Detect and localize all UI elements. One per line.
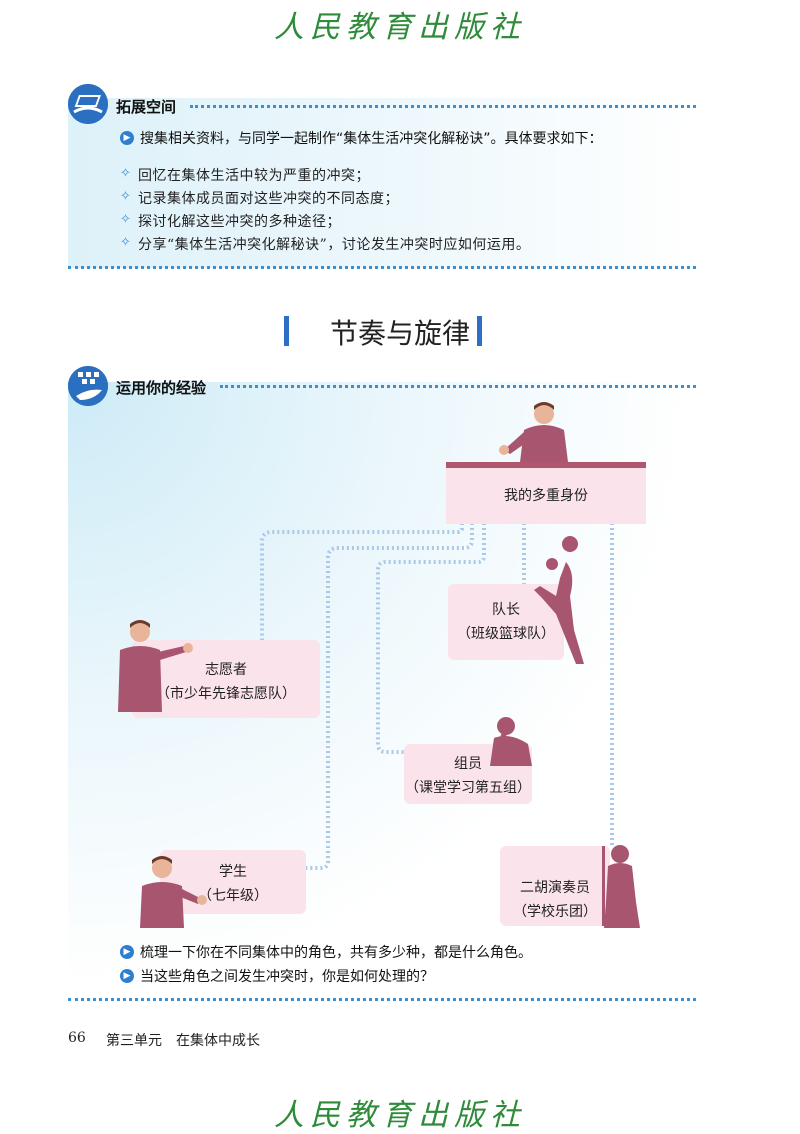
role-title: 组员 (454, 756, 482, 772)
role-title: 志愿者 (205, 662, 247, 678)
question-bullet-icon: ▶ (120, 969, 134, 983)
role-title: 队长 (492, 602, 520, 618)
heading-divider (190, 105, 696, 108)
title-bar-right (477, 316, 482, 346)
task-bullet-icon: ▶ (120, 131, 134, 145)
unit-title: 第三单元 在集体中成长 (106, 1033, 260, 1049)
section-title: 节奏与旋律 (329, 317, 470, 350)
item-bullet-icon: ✧ (120, 166, 131, 181)
teacher-figure-icon (499, 402, 568, 462)
publisher-logo-top: 人民教育出版社 (274, 10, 526, 45)
section-divider (68, 998, 696, 1001)
role-detail: （班级篮球队） (457, 626, 555, 642)
erhu-player-silhouette-icon (602, 845, 640, 928)
item-bullet-icon: ✧ (120, 235, 131, 250)
expansion-panel (68, 98, 696, 268)
basketball-player-icon (534, 536, 584, 664)
item-bullet-icon: ✧ (120, 189, 131, 204)
expansion-item: 分享“集体生活冲突化解秘诀”，讨论发生冲突时应如何运用。 (138, 237, 531, 253)
role-detail: （市少年先锋志愿队） (156, 686, 296, 702)
heading-divider (220, 385, 696, 388)
expansion-icon (68, 84, 108, 124)
expansion-item: 探讨化解这些冲突的多种途径； (138, 214, 341, 230)
role-detail: （课堂学习第五组） (405, 780, 531, 796)
role-box-erhu-player: 二胡演奏员 （学校乐团） (500, 846, 610, 926)
identity-center-box: 我的多重身份 (446, 462, 646, 524)
publisher-logo-bottom: 人民教育出版社 (274, 1098, 526, 1133)
role-box-student: 学生 （七年级） (160, 850, 306, 914)
question-text: 梳理一下你在不同集体中的角色，共有多少种，都是什么角色。 (140, 945, 532, 961)
role-detail: （学校乐团） (513, 904, 597, 920)
page-number: 66 (68, 1030, 86, 1046)
role-title: 二胡演奏员 (520, 880, 590, 896)
role-detail: （七年级） (198, 888, 268, 904)
volunteer-figure-icon (118, 620, 193, 712)
question-text: 当这些角色之间发生冲突时，你是如何处理的？ (140, 969, 434, 985)
expansion-task: 搜集相关资料，与同学一起制作“集体生活冲突化解秘诀”。具体要求如下： (140, 131, 603, 147)
connector-lines (260, 518, 614, 870)
role-title: 学生 (219, 864, 247, 880)
section-divider (68, 266, 696, 269)
expansion-item: 回忆在集体生活中较为严重的冲突； (138, 168, 370, 184)
question-bullet-icon: ▶ (120, 945, 134, 959)
title-bar-left (284, 316, 289, 346)
student-figure-icon (140, 856, 207, 928)
expansion-heading: 拓展空间 (116, 98, 177, 116)
experience-icon (68, 366, 108, 406)
experience-heading: 运用你的经验 (116, 379, 207, 397)
expansion-item: 记录集体成员面对这些冲突的不同态度； (138, 191, 399, 207)
item-bullet-icon: ✧ (120, 212, 131, 227)
thinker-silhouette-icon (490, 717, 532, 766)
